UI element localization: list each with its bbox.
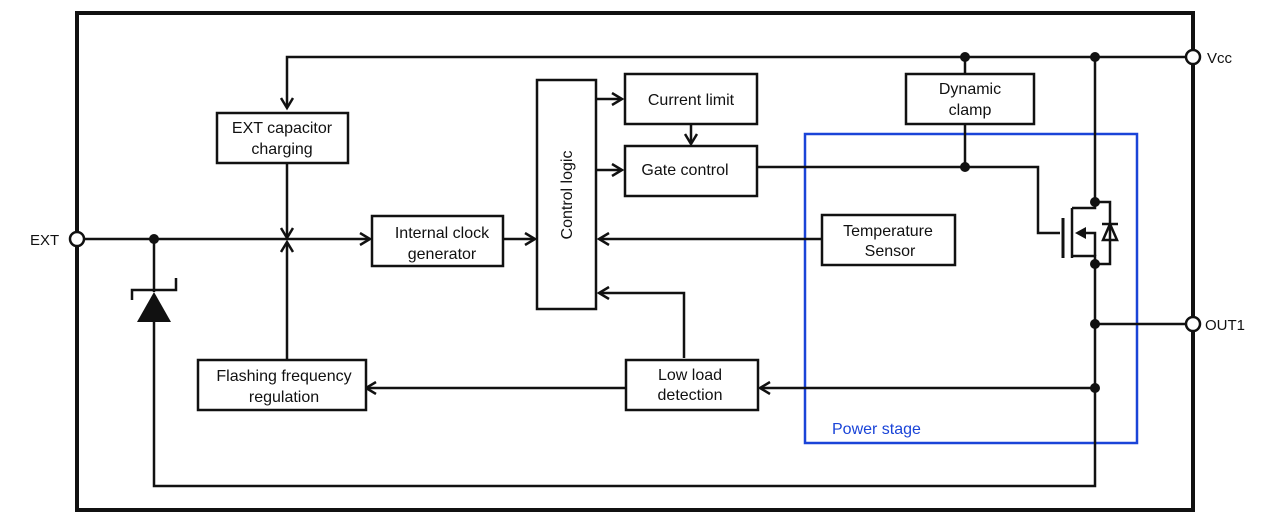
junction-dot — [1090, 52, 1100, 62]
block-control-logic: Control logic — [535, 78, 598, 311]
block-ext-capacitor-charging: EXT capacitor charging — [215, 111, 350, 165]
svg-text:generator: generator — [408, 246, 477, 263]
svg-text:charging: charging — [251, 141, 312, 158]
zener-diode-icon — [130, 278, 178, 322]
block-temperature-sensor: Temperature Sensor — [820, 213, 957, 267]
wire-gate-control-to-mosfet — [758, 165, 1060, 235]
mosfet-icon — [1061, 200, 1119, 266]
svg-text:Gate control: Gate control — [641, 162, 728, 179]
svg-text:Internal clock: Internal clock — [395, 225, 490, 242]
block-gate-control: Gate control — [623, 144, 759, 198]
block-internal-clock-generator: Internal clock generator — [370, 214, 505, 268]
block-flashing-frequency-regulation: Flashing frequency regulation — [196, 358, 368, 412]
junction-dot — [960, 162, 970, 172]
svg-text:Temperature: Temperature — [843, 223, 933, 240]
svg-text:EXT capacitor: EXT capacitor — [232, 120, 333, 137]
junction-dot — [149, 234, 159, 244]
power-stage-group — [803, 132, 1139, 445]
svg-text:Flashing frequency: Flashing frequency — [216, 368, 351, 385]
pin-ext-label: EXT — [30, 232, 59, 249]
pin-ext — [68, 230, 86, 248]
power-stage-label: Power stage — [832, 421, 921, 438]
pin-out1-label: OUT1 — [1205, 317, 1245, 334]
svg-text:Control logic: Control logic — [559, 151, 576, 240]
svg-text:Dynamic: Dynamic — [939, 81, 1001, 98]
wire-lowload-to-control — [599, 293, 686, 358]
chip-outline — [75, 11, 1195, 512]
pin-vcc — [1184, 48, 1202, 66]
svg-text:regulation: regulation — [249, 389, 319, 406]
junction-dot — [1090, 259, 1100, 269]
junction-dot — [960, 52, 970, 62]
pin-out1 — [1184, 315, 1202, 333]
junction-dot — [1090, 197, 1100, 207]
wire-source-to-zener — [152, 264, 1097, 488]
junction-dot — [1090, 319, 1100, 329]
block-low-load-detection: Low load detection — [624, 358, 760, 412]
svg-text:clamp: clamp — [949, 102, 992, 119]
block-current-limit: Current limit — [623, 72, 759, 126]
junction-dot — [1090, 383, 1100, 393]
pin-vcc-label: Vcc — [1207, 50, 1233, 67]
svg-text:Sensor: Sensor — [865, 243, 916, 260]
wire-vcc-to-ext-cap — [287, 55, 1191, 108]
block-dynamic-clamp: Dynamic clamp — [904, 72, 1036, 126]
svg-text:Low load: Low load — [658, 367, 722, 384]
svg-text:Current limit: Current limit — [648, 92, 735, 109]
svg-text:detection: detection — [658, 387, 723, 404]
